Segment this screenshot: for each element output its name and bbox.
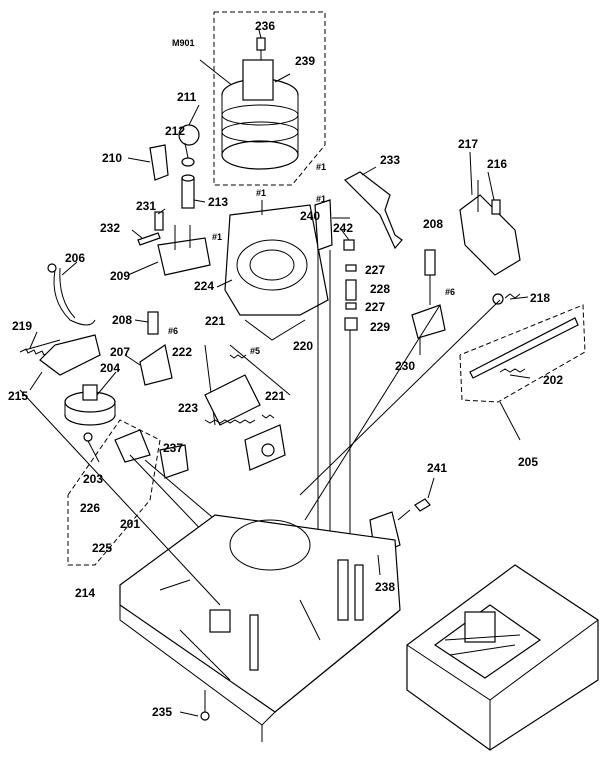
label-227-top: 227 — [365, 263, 385, 277]
label-225: 225 — [92, 541, 112, 555]
label-214: 214 — [75, 586, 95, 600]
screw-mark-1-drum: #1 — [256, 188, 266, 198]
model-label: M901 — [172, 38, 195, 48]
label-217: 217 — [458, 137, 478, 151]
label-207: 207 — [110, 345, 130, 359]
label-230: 230 — [395, 359, 415, 373]
label-228: 228 — [370, 282, 390, 296]
label-204: 204 — [100, 361, 120, 375]
screw-mark-6-right: #6 — [445, 287, 455, 297]
assembled-inset — [406, 564, 599, 751]
screw-mark-6-left: #6 — [168, 326, 178, 336]
label-218: 218 — [530, 291, 550, 305]
label-223: 223 — [178, 401, 198, 415]
label-209: 209 — [110, 269, 130, 283]
label-212: 212 — [165, 124, 185, 138]
label-206: 206 — [65, 251, 85, 265]
label-239: 239 — [295, 54, 315, 68]
label-215: 215 — [8, 389, 28, 403]
part-labels: M901 236 239 211 212 210 213 231 232 209… — [8, 19, 563, 719]
left-components — [19, 124, 211, 442]
label-221-top: 221 — [205, 314, 225, 328]
right-components — [299, 171, 586, 570]
drum-assembly — [199, 11, 326, 186]
label-208-left: 208 — [112, 313, 132, 327]
label-227-bottom: 227 — [365, 300, 385, 314]
label-237: 237 — [163, 441, 183, 455]
label-240: 240 — [300, 209, 320, 223]
label-213: 213 — [208, 195, 228, 209]
label-201: 201 — [120, 517, 140, 531]
main-chassis — [19, 389, 401, 742]
label-241: 241 — [427, 461, 447, 475]
label-236: 236 — [255, 19, 275, 33]
label-232: 232 — [100, 221, 120, 235]
label-242: 242 — [333, 221, 353, 235]
label-231: 231 — [136, 199, 156, 213]
screw-mark-5: #5 — [250, 346, 260, 356]
label-202: 202 — [543, 373, 563, 387]
leader-lines — [29, 29, 531, 576]
label-221-right: 221 — [265, 389, 285, 403]
label-235: 235 — [152, 705, 172, 719]
label-222: 222 — [172, 345, 192, 359]
screw-mark-1-left: #1 — [212, 232, 222, 242]
upper-deck-224 — [224, 200, 329, 341]
label-238: 238 — [375, 580, 395, 594]
label-229: 229 — [370, 320, 390, 334]
label-211: 211 — [177, 90, 197, 104]
label-210: 210 — [102, 151, 122, 165]
screw-mark-1-right: #1 — [316, 194, 326, 204]
label-216: 216 — [487, 157, 507, 171]
label-208-right: 208 — [423, 217, 443, 231]
screw-marks: #1 #1 #1 #1 #5 #6 #6 — [168, 162, 455, 356]
label-220: 220 — [293, 339, 313, 353]
middle-linkage — [204, 344, 291, 471]
label-203: 203 — [83, 472, 103, 486]
label-205: 205 — [518, 455, 538, 469]
label-219: 219 — [12, 319, 32, 333]
screw-mark-1-center: #1 — [316, 162, 326, 172]
label-224: 224 — [194, 279, 214, 293]
label-233: 233 — [380, 153, 400, 167]
label-226: 226 — [80, 501, 100, 515]
